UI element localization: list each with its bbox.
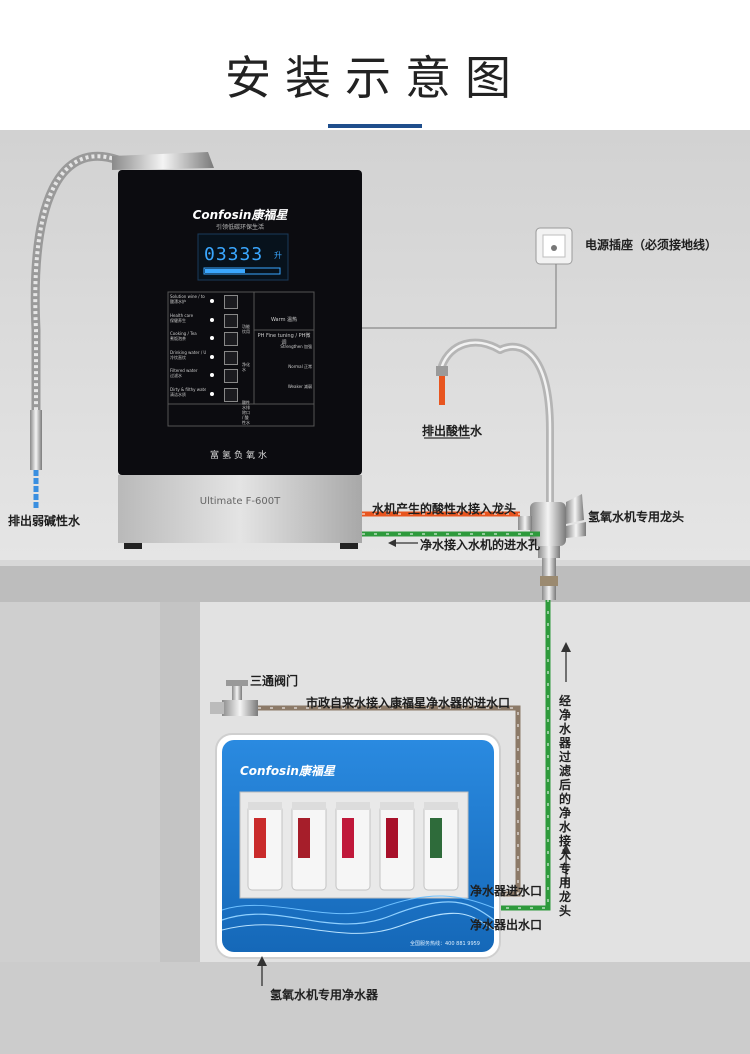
- indicator-dot-icon: [210, 336, 214, 341]
- device-mode-label: Dirty & filthy water: [170, 387, 206, 392]
- lcd-value: 03333: [204, 244, 264, 265]
- label-acid-to-faucet: 水机产生的酸性水接入龙头: [372, 502, 517, 516]
- device-mode-label-cn: 酸漂水护: [170, 299, 186, 304]
- label-purifier-outlet: 净水器出水口: [470, 918, 543, 932]
- filter-label-band: [298, 818, 310, 858]
- device-mode-label: Drinking water / Ultra reduction: [170, 349, 206, 355]
- device-product-line: 富氢负氧水: [209, 451, 270, 461]
- indicator-dot-icon: [210, 354, 214, 359]
- mode-icon: [224, 369, 238, 384]
- device-side-label: 酸性水排除口 / 酸性水: [242, 400, 250, 425]
- device-mode-label-cn: 保健养生: [170, 317, 186, 323]
- mode-icon: [224, 295, 238, 309]
- label-three-way-valve: 三通阀门: [250, 674, 299, 688]
- label-purifier-inlet: 净水器进水口: [470, 884, 543, 898]
- device-mode-button[interactable]: Drinking water / Ultra reduction冷饮直饮: [170, 350, 252, 366]
- device-mode-label: Cooking / Tea: [170, 331, 197, 337]
- filter-label-band: [386, 818, 398, 858]
- filter-cap: [336, 802, 370, 810]
- mode-icon: [224, 388, 238, 402]
- label-acid-drain: 排出酸性水: [422, 424, 483, 438]
- ph-title: PH Fine tuning / PH微调: [257, 333, 311, 346]
- device-mode-label-cn: 煮饭泡茶: [170, 336, 186, 342]
- label-faucet: 氢氧水机专用龙头: [588, 510, 685, 524]
- scene-drawing: [0, 130, 750, 1054]
- filter-cap: [292, 802, 326, 810]
- device-side-label: 净化水: [242, 362, 250, 372]
- label-power-socket: 电源插座（必须接地线）: [585, 238, 718, 252]
- device-side-label: 功能饮用: [242, 324, 250, 334]
- indicator-dot-icon: [210, 392, 214, 396]
- mode-icon: [224, 350, 238, 365]
- filter-cap: [380, 802, 414, 810]
- indicator-dot-icon: [210, 317, 214, 322]
- lcd-unit: 升: [274, 251, 282, 260]
- device-mode-label: Health care: [170, 312, 194, 318]
- title-underline: [328, 124, 422, 128]
- ph-level-button[interactable]: Weaker 减弱: [287, 384, 312, 389]
- device-button-column: Solution wine / to protect bed酸漂水护 Health…: [168, 292, 254, 404]
- device-mode-label-cn: 清洁水质: [170, 392, 186, 397]
- device-mode-label-cn: 过滤水: [170, 373, 182, 379]
- warm-button[interactable]: Warm 温热: [270, 317, 298, 323]
- device-slogan: 引领低碳环保生活: [215, 224, 264, 231]
- filter-cap: [248, 802, 282, 810]
- device-mode-label: Solution wine / to protect bed: [170, 294, 206, 299]
- mode-icon: [224, 313, 238, 328]
- purifier-footer: 全国服务热线：400 881 9959: [410, 941, 480, 947]
- label-tap-to-purifier: 市政自来水接入康福星净水器的进水口: [306, 696, 511, 710]
- ph-level-button[interactable]: Strengthen 加强: [280, 344, 312, 349]
- device-brand: Confosin康福星: [192, 208, 288, 222]
- filter-cap: [424, 802, 458, 810]
- page-title: 安装示意图: [225, 51, 525, 105]
- device-model: Ultimate F-600T: [199, 496, 281, 507]
- label-filtered-to-faucet: 经净水器过滤后的净水接入专用龙头: [558, 694, 571, 918]
- label-purifier-name: 氢氧水机专用净水器: [270, 988, 379, 1002]
- device-mode-button[interactable]: Solution wine / to protect bed酸漂水护: [170, 294, 252, 310]
- filter-label-band: [254, 818, 266, 858]
- installation-scene: Confosin康福星 引领低碳环保生活 03333 升 Solution wi…: [0, 130, 750, 1054]
- label-pure-to-machine: 净水接入水机的进水孔: [420, 538, 541, 552]
- mode-icon: [224, 332, 238, 347]
- label-alkaline-drain: 排出弱碱性水: [8, 514, 81, 528]
- device-mode-label: Filtered water: [170, 368, 198, 374]
- indicator-dot-icon: [210, 299, 214, 303]
- purifier-brand: Confosin康福星: [240, 764, 335, 778]
- filter-label-band: [430, 818, 442, 858]
- filter-label-band: [342, 818, 354, 858]
- device-mode-label-cn: 冷饮直饮: [170, 354, 186, 360]
- ph-level-button[interactable]: Normal 正常: [288, 364, 312, 369]
- indicator-dot-icon: [210, 373, 214, 378]
